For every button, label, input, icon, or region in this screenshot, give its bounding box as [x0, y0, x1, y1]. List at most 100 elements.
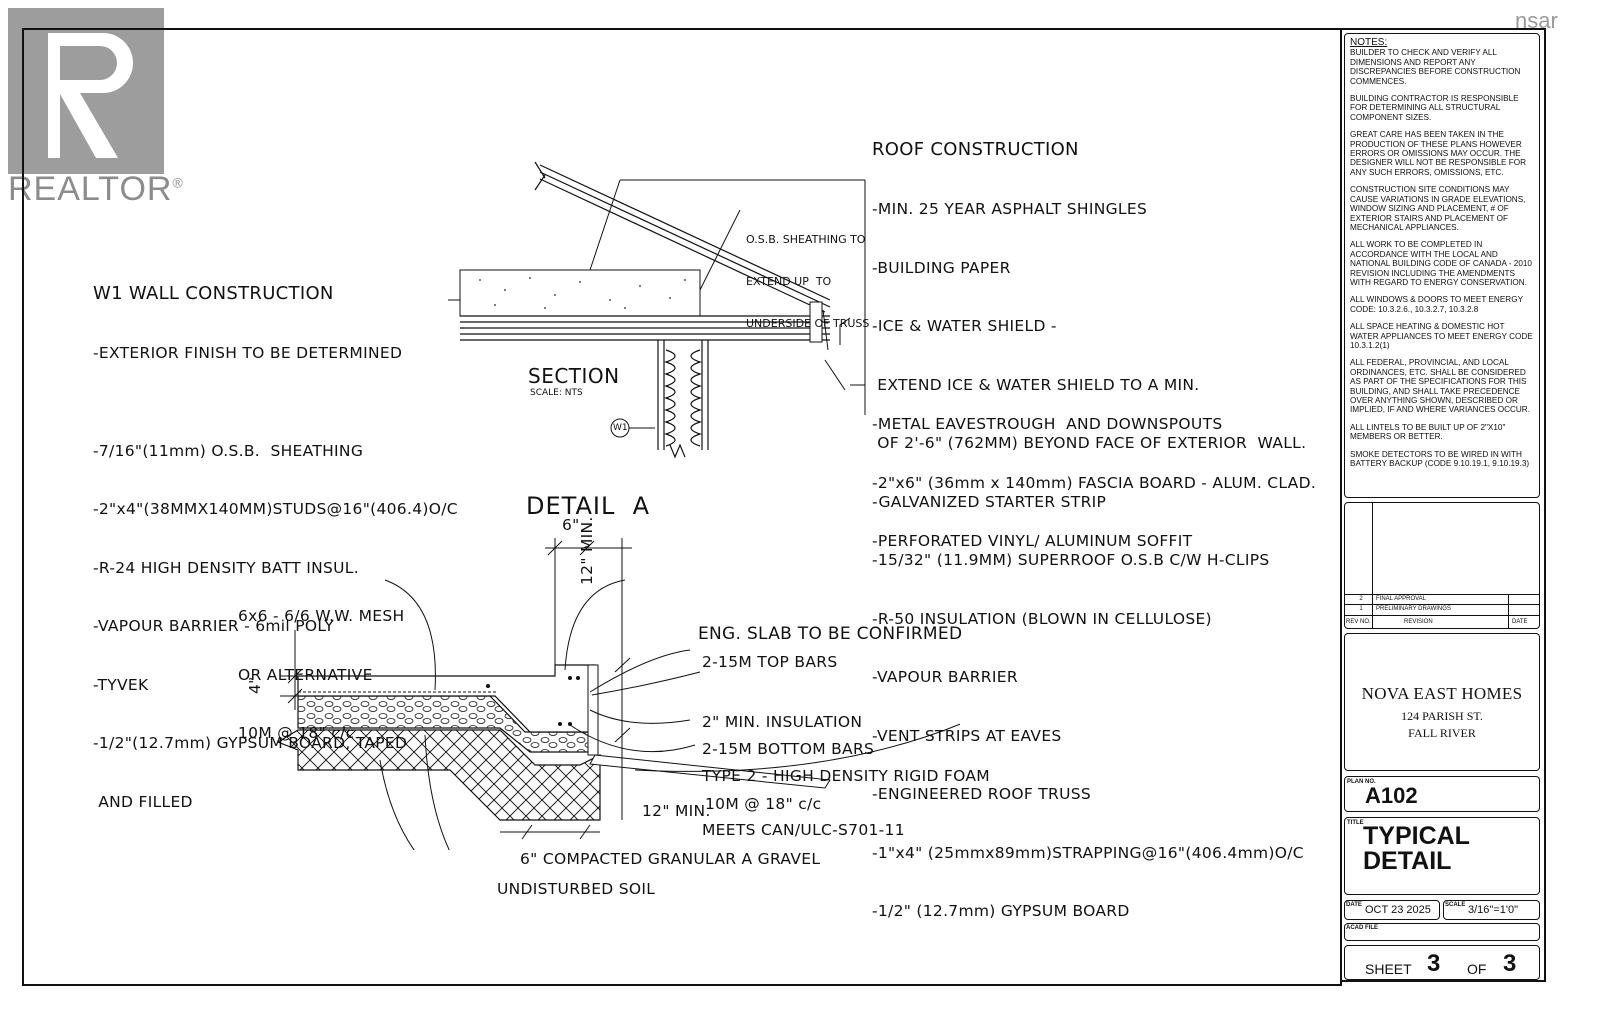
insulation-line: TYPE 2 - HIGH DENSITY RIGID FOAM	[702, 767, 990, 785]
roof-line: -VAPOUR BARRIER	[872, 668, 1018, 686]
roof-line: EXTEND ICE & WATER SHIELD TO A MIN.	[872, 375, 1200, 394]
note-item: GREAT CARE HAS BEEN TAKEN IN THE PRODUCT…	[1350, 130, 1527, 177]
sheet-label: SHEET	[1365, 961, 1412, 977]
roof-section-drawing	[448, 161, 866, 459]
w1-tag: W1	[613, 423, 628, 433]
fascia-board	[809, 301, 823, 343]
roof-line: -MIN. 25 YEAR ASPHALT SHINGLES	[872, 200, 1148, 218]
leader-curves	[379, 579, 960, 850]
title-block	[1340, 28, 1546, 982]
rebar-note: 10M @ 18" c/c	[705, 795, 822, 813]
wall-line: -TYVEK	[93, 675, 149, 694]
realtor-text: REALTOR	[8, 170, 173, 208]
revision-row-line	[1345, 604, 1539, 605]
mesh-line: OR ALTERNATIVE	[238, 665, 373, 684]
note-item: CONSTRUCTION SITE CONDITIONS MAY CAUSE V…	[1350, 185, 1526, 232]
top-bars-note: 2-15M TOP BARS	[702, 653, 838, 671]
revision-row-line	[1345, 594, 1539, 595]
company-box: NOVA EAST HOMES 124 PARISH ST. FALL RIVE…	[1344, 633, 1540, 771]
section-title: SECTION	[528, 364, 620, 388]
scale-label: SCALE	[1445, 902, 1466, 908]
roof-line: -VENT STRIPS AT EAVES	[872, 726, 1062, 745]
revision-no: 1	[1359, 606, 1363, 612]
revision-col-divider	[1372, 503, 1373, 628]
notes-box: NOTES: BUILDER TO CHECK AND VERIFY ALL D…	[1344, 33, 1540, 498]
dim-6: 6"	[562, 516, 580, 534]
date-box: DATE OCT 23 2025	[1344, 900, 1440, 920]
roof-line: -1"x4" (25mmx89mm)STRAPPING@16"(406.4mm)…	[872, 843, 1304, 862]
drawing-date: OCT 23 2025	[1365, 904, 1431, 916]
roof-construction-notes: ROOF CONSTRUCTION -MIN. 25 YEAR ASPHALT …	[872, 100, 1306, 941]
section-scale: SCALE: NTS	[530, 388, 583, 398]
wall-line: -EXTERIOR FINISH TO BE DETERMINED	[93, 344, 403, 362]
revision-header: REV NO. REVISION DATE	[1346, 619, 1538, 626]
insulation-note: 2" MIN. INSULATION TYPE 2 - HIGH DENSITY…	[702, 677, 990, 857]
eave-line: -PERFORATED VINYL/ ALUMINUM SOFFIT	[872, 532, 1193, 550]
dimension-lines	[280, 538, 632, 840]
note-item: ALL WINDOWS & DOORS TO MEET ENERGY CODE:…	[1350, 295, 1523, 314]
of-label: OF	[1467, 961, 1487, 977]
sheet-title-label: TITLE	[1347, 820, 1364, 826]
dim-12-min: 12" MIN.	[642, 802, 711, 820]
roof-line: -15/32" (11.9MM) SUPERROOF O.S.B C/W H-C…	[872, 551, 1270, 569]
detail-title: DETAIL A	[526, 492, 650, 520]
note-item: BUILDER TO CHECK AND VERIFY ALL DIMENSIO…	[1350, 48, 1521, 86]
eave-line: -2"x6" (36mm x 140mm) FASCIA BOARD - ALU…	[872, 473, 1317, 492]
plan-no-box: PLAN NO. A102	[1344, 776, 1540, 812]
roof-line: -1/2" (12.7mm) GYPSUM BOARD	[872, 902, 1130, 920]
plan-no-label: PLAN NO.	[1347, 779, 1376, 785]
roof-line: -GALVANIZED STARTER STRIP	[872, 492, 1107, 511]
slab-detail-drawing	[276, 538, 960, 850]
roof-line: -BUILDING PAPER	[872, 258, 1011, 277]
rigid-insulation	[587, 664, 599, 756]
wall-line: -R-24 HIGH DENSITY BATT INSUL.	[93, 558, 359, 577]
note-item: BUILDING CONTRACTOR IS RESPONSIBLE FOR D…	[1350, 94, 1519, 122]
date-header: DATE	[1512, 619, 1528, 625]
insulation-line: 2" MIN. INSULATION	[702, 713, 863, 731]
mesh-note: 6x6 - 6/6 W.W. MESH OR ALTERNATIVE 10M @…	[238, 568, 404, 763]
note-item: ALL SPACE HEATING & DOMESTIC HOT WATER A…	[1350, 322, 1533, 350]
realtor-reg: ®	[172, 174, 184, 191]
rebar	[486, 676, 580, 726]
wall-title: W1 WALL CONSTRUCTION	[93, 283, 334, 304]
roof-line: -ENGINEERED ROOF TRUSS	[872, 785, 1092, 803]
note-item: ALL FEDERAL, PROVINCIAL, AND LOCAL ORDIN…	[1350, 358, 1530, 415]
section-label: SECTION SCALE: NTS	[528, 364, 620, 398]
wall-construction-notes: W1 WALL CONSTRUCTION -EXTERIOR FINISH TO…	[93, 244, 458, 832]
sheet-title-line-1: TYPICAL	[1363, 822, 1470, 850]
undisturbed-soil	[276, 729, 601, 821]
sheet-title-line-2: DETAIL	[1363, 847, 1452, 875]
sheet-number: 3	[1427, 950, 1441, 977]
date-label: DATE	[1346, 902, 1362, 908]
note-item: ALL LINTELS TO BE BUILT UP OF 2"X10" MEM…	[1350, 422, 1506, 442]
revision-no: 2	[1359, 596, 1363, 602]
acad-file-box: ACAD FILE	[1344, 923, 1540, 941]
osb-note-line: UNDERSIDE OF TRUSS	[746, 317, 870, 330]
osb-note: O.S.B. SHEATHING TO EXTEND UP TO UNDERSI…	[746, 205, 869, 345]
revision-header-label: REVISION	[1404, 619, 1433, 625]
gravel-note: 6" COMPACTED GRANULAR A GRAVEL	[520, 850, 821, 868]
realtor-wordmark: REALTOR®	[8, 170, 184, 209]
soil-note: UNDISTURBED SOIL	[497, 880, 656, 898]
rev-no-header: REV NO.	[1346, 619, 1371, 625]
acad-file-label: ACAD FILE	[1346, 925, 1378, 931]
osb-note-line: EXTEND UP TO	[746, 275, 832, 288]
bottom-bars-note: 2-15M BOTTOM BARS	[702, 740, 875, 758]
realtor-logo	[8, 8, 166, 178]
roof-line: -R-50 INSULATION (BLOWN IN CELLULOSE)	[872, 609, 1212, 628]
roof-line: -ICE & WATER SHIELD -	[872, 317, 1057, 335]
roof-layers	[534, 161, 831, 313]
mesh-line: 10M @ 18" c/c	[238, 724, 355, 742]
eave-notes: -METAL EAVESTROUGH AND DOWNSPOUTS -2"x6"…	[872, 376, 1316, 571]
wall-line: -VAPOUR BARRIER - 6mil POLY	[93, 617, 335, 635]
eave-line: -METAL EAVESTROUGH AND DOWNSPOUTS	[872, 415, 1223, 433]
wall-line: AND FILLED	[93, 792, 193, 811]
revision-table	[1344, 502, 1540, 629]
drawing-scale: 3/16"=1'0"	[1468, 904, 1518, 916]
plan-no: A102	[1365, 783, 1418, 808]
roof-title: ROOF CONSTRUCTION	[872, 139, 1079, 160]
slab-note: ENG. SLAB TO BE CONFIRMED	[698, 624, 963, 644]
note-item: ALL WORK TO BE COMPLETED IN ACCORDANCE W…	[1350, 240, 1532, 287]
